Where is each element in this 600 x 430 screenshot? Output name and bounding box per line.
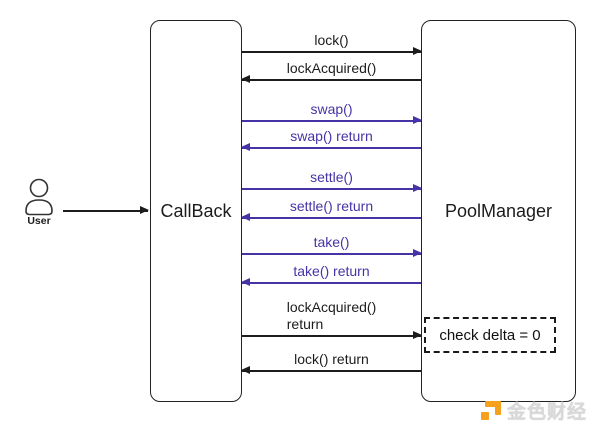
message-arrow-settle <box>242 184 422 193</box>
message-label-swap: swap() <box>310 101 353 117</box>
message-arrow-swap-return <box>241 143 421 152</box>
poolmanager-actor-label: PoolManager <box>444 200 553 221</box>
watermark-text: 金色财经 <box>507 402 588 423</box>
message-label-lock: lock() <box>314 32 349 48</box>
message-arrow-take-return <box>241 278 421 287</box>
callback-actor-label: CallBack <box>160 200 232 221</box>
user-actor-label: User <box>27 215 51 227</box>
message-arrow-take <box>242 249 422 258</box>
watermark: 金色财经 <box>480 397 587 424</box>
message-label-settle-return: settle() return <box>289 198 374 214</box>
message-arrow-lockacquired-return <box>242 331 422 340</box>
jinse-logo-icon <box>481 401 501 420</box>
message-label-take: take() <box>313 234 350 250</box>
user-icon <box>25 178 53 216</box>
check-delta-note: check delta = 0 <box>424 317 556 353</box>
message-label-take-return: take() return <box>293 263 370 279</box>
message-arrow-swap <box>242 116 422 125</box>
message-label-swap-return: swap() return <box>290 128 373 144</box>
message-arrow-lock-return <box>241 366 421 375</box>
callback-actor-box: CallBack <box>150 20 242 402</box>
user-to-callback-arrow <box>63 206 149 215</box>
message-arrow-settle-return <box>241 213 421 222</box>
check-delta-note-label: check delta = 0 <box>439 326 541 344</box>
message-label-settle: settle() <box>310 169 353 185</box>
message-arrow-lock <box>242 47 422 56</box>
message-label-lockacquired: lockAcquired() <box>286 60 377 76</box>
message-arrow-lockacquired <box>241 75 421 84</box>
message-label-lock-return: lock() return <box>294 351 369 367</box>
message-label-lockacquired-return: lockAcquired() return <box>286 299 377 332</box>
